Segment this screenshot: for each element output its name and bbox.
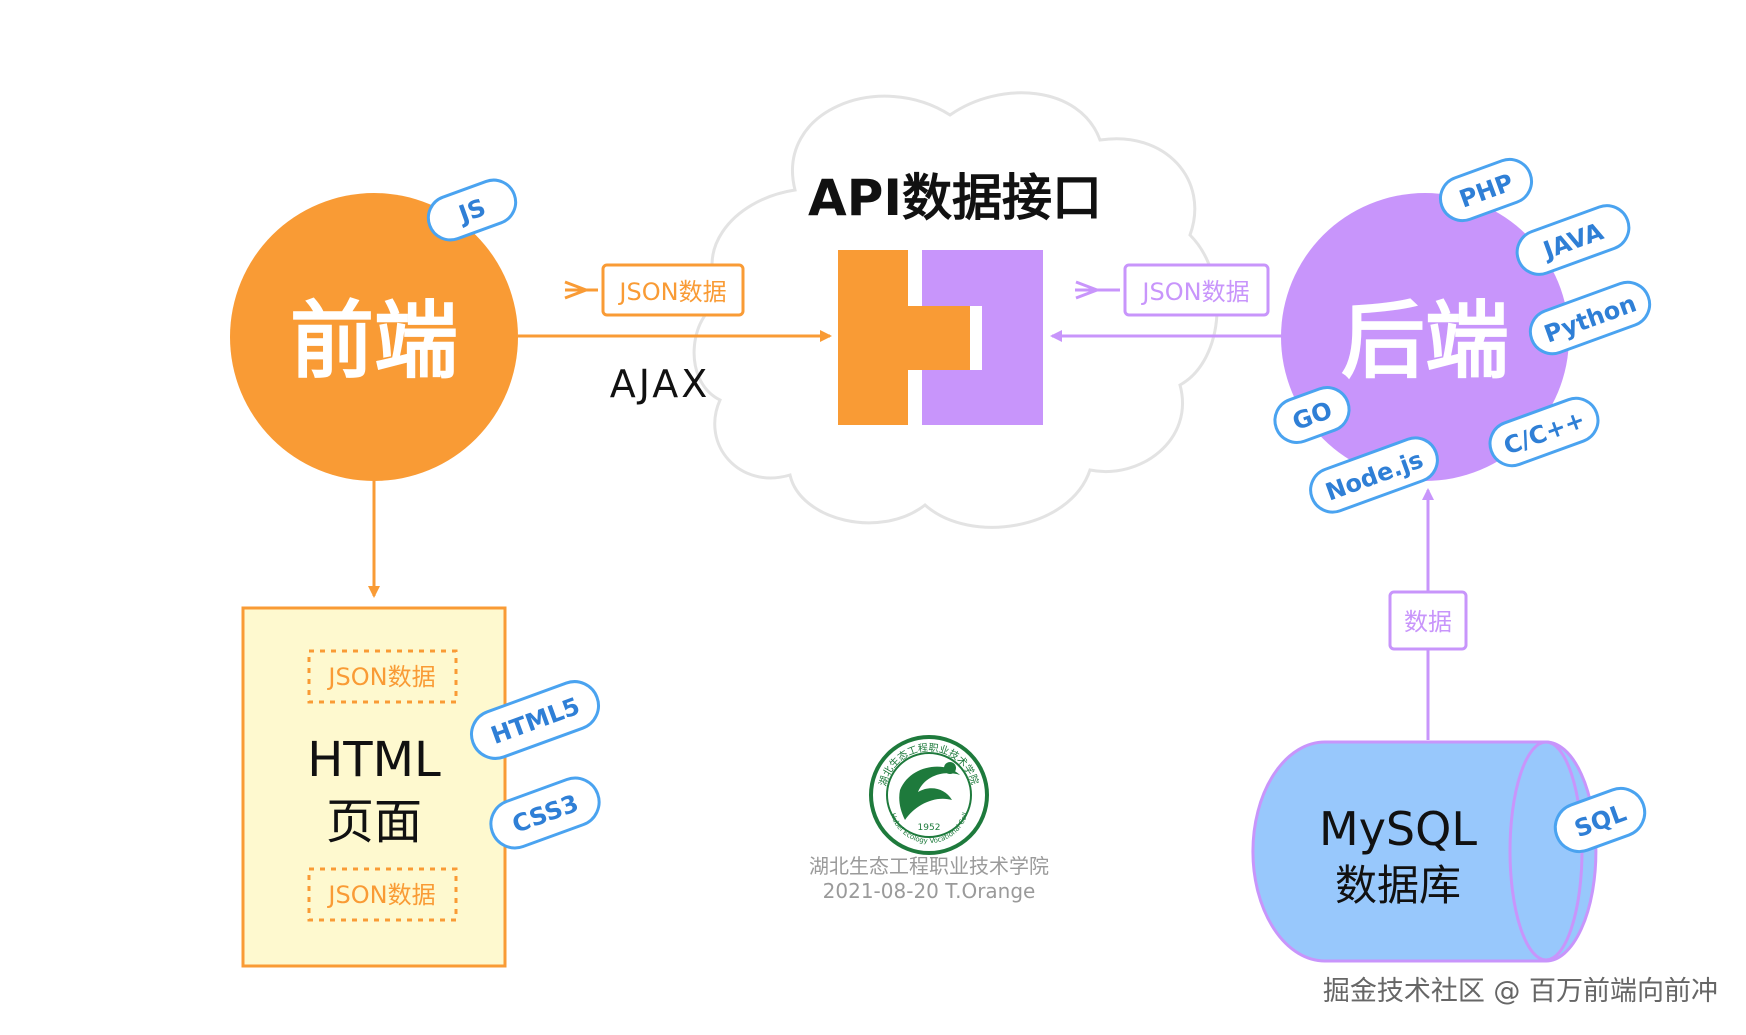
api-connector bbox=[838, 250, 1043, 425]
footer-school: 湖北生态工程职业技术学院 bbox=[809, 854, 1049, 878]
tag-php: PHP bbox=[1439, 157, 1533, 223]
tag-css3: CSS3 bbox=[489, 776, 601, 850]
tech-tags: JS PHP JAVA Python GO Node.js C/C++ HTM bbox=[426, 157, 1652, 854]
tag-sql: SQL bbox=[1553, 786, 1647, 854]
db-line1: MySQL bbox=[1319, 802, 1477, 856]
html-json-bottom-label: JSON数据 bbox=[326, 881, 435, 909]
db-data-box bbox=[1388, 590, 1468, 651]
ajax-label: AJAX bbox=[610, 362, 711, 406]
tag-java: JAVA bbox=[1515, 204, 1631, 276]
html-page-box bbox=[241, 606, 507, 968]
cloud-title: API数据接口 bbox=[808, 169, 1102, 227]
html-title-line2: 页面 bbox=[326, 794, 422, 850]
right-json-arrowhead bbox=[1075, 280, 1102, 300]
right-json-label: JSON数据 bbox=[1140, 278, 1249, 306]
backend-node bbox=[1281, 193, 1569, 481]
database-cylinder bbox=[1251, 740, 1598, 963]
left-json-box bbox=[601, 263, 745, 317]
frontend-label: 前端 bbox=[290, 292, 458, 390]
footer-date-author: 2021-08-20 T.Orange bbox=[823, 879, 1036, 903]
frontend-node bbox=[230, 193, 518, 481]
tag-js: JS bbox=[426, 178, 518, 242]
backend-label: 后端 bbox=[1341, 292, 1509, 390]
right-json-box bbox=[1123, 263, 1270, 317]
left-json-arrowhead bbox=[564, 280, 591, 300]
logo-emblem bbox=[899, 766, 960, 820]
db-data-label: 数据 bbox=[1404, 608, 1452, 636]
html-title-line1: HTML bbox=[307, 732, 441, 788]
html-json-top-label: JSON数据 bbox=[326, 663, 435, 691]
watermark: 掘金技术社区 @ 百万前端向前冲 bbox=[1323, 976, 1718, 1007]
tag-go: GO bbox=[1273, 386, 1351, 444]
left-json-label: JSON数据 bbox=[617, 278, 726, 306]
logo-year: 1952 bbox=[918, 823, 941, 833]
db-line2: 数据库 bbox=[1335, 861, 1461, 910]
